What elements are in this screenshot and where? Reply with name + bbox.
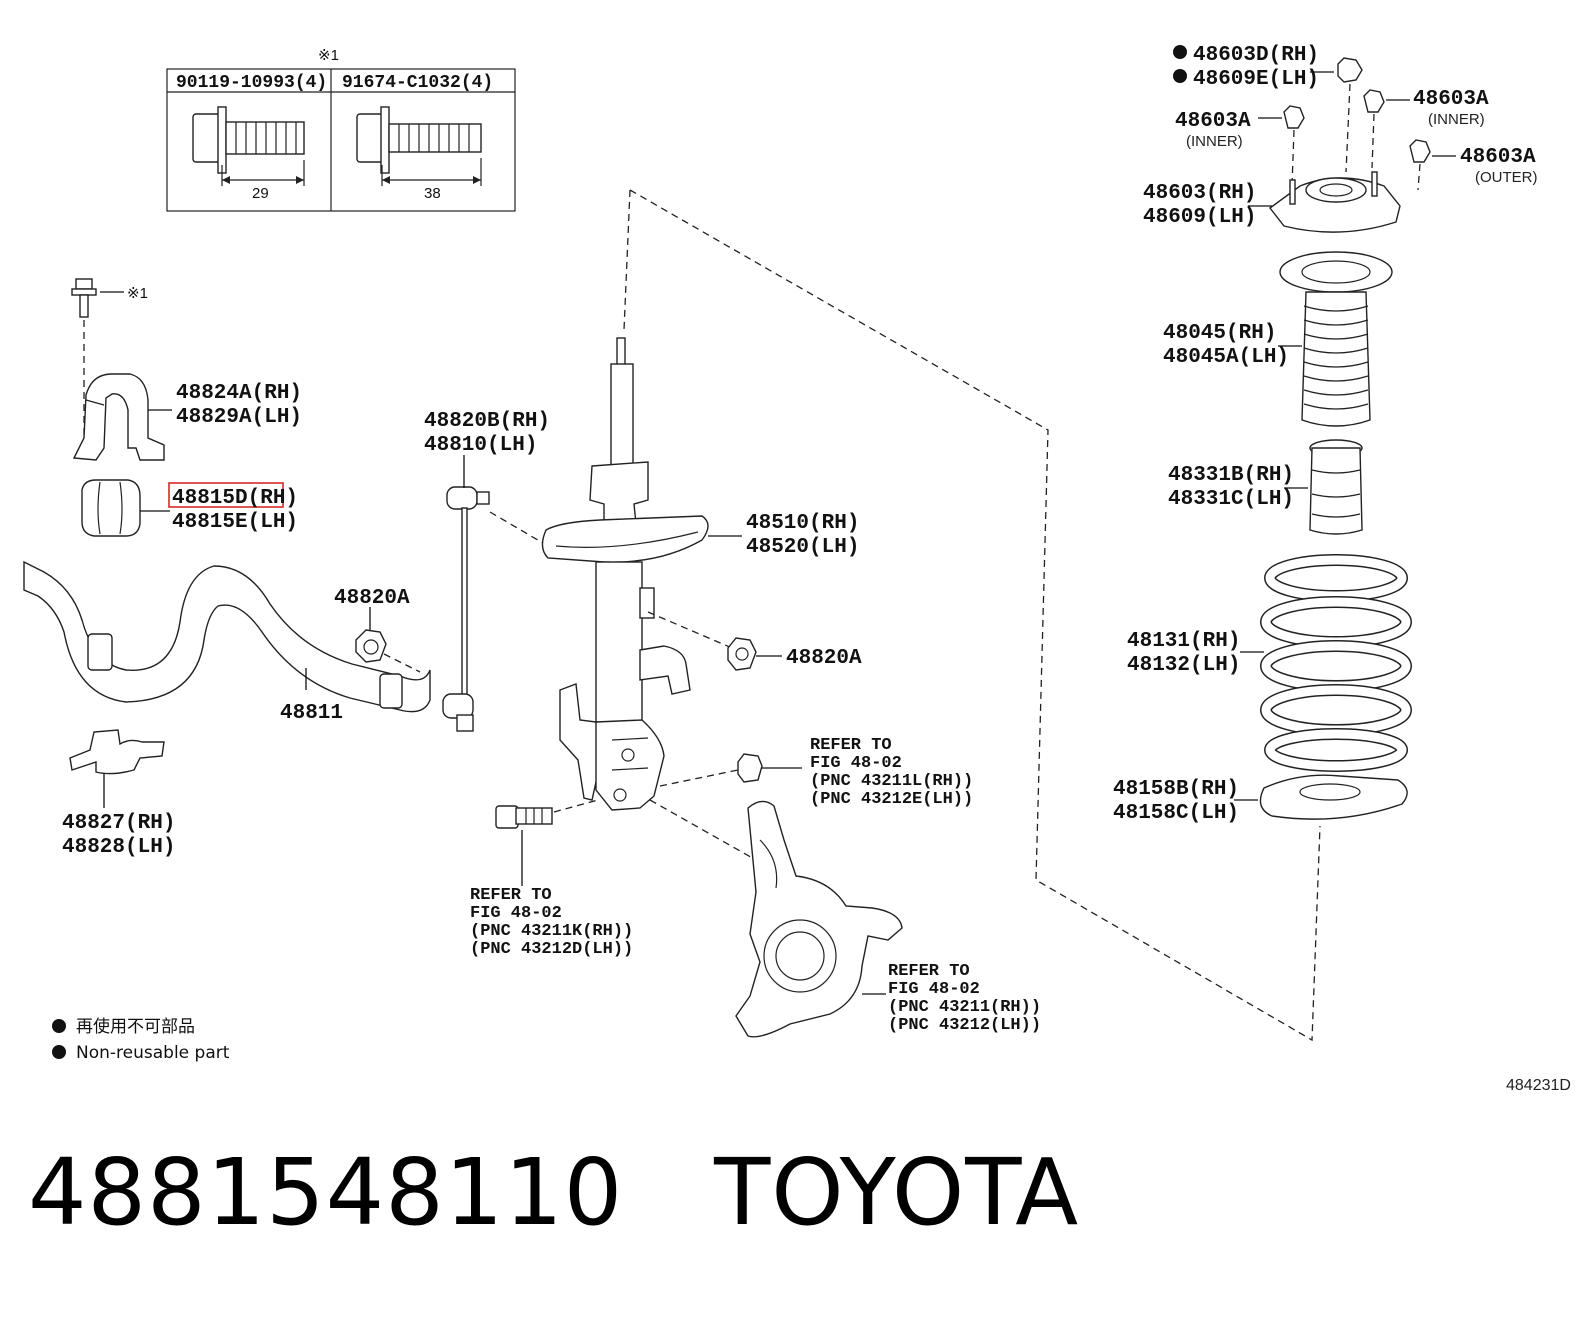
table-dim-2: 38: [424, 185, 441, 202]
caption-part-number: 4881548110: [28, 1139, 624, 1246]
coil-spring-48131-icon: [1260, 554, 1412, 772]
label-48824a-rh: 48824A(RH): [176, 382, 302, 405]
ref-nut-line4: (PNC 43212E(LH)): [810, 790, 973, 809]
label-48820a-right: 48820A: [786, 647, 862, 670]
label-48820b-rh: 48820B(RH): [424, 410, 550, 433]
ref-knuckle-line1: REFER TO: [888, 962, 970, 981]
ref-nut-line2: FIG 48-02: [810, 754, 902, 773]
spring-seat-48158-icon: [1259, 774, 1408, 820]
ref-knuckle-line4: (PNC 43212(LH)): [888, 1016, 1041, 1035]
ref-bolt-line1: REFER TO: [470, 886, 552, 905]
label-48603-rh: 48603(RH): [1143, 182, 1256, 205]
label-48510-rh: 48510(RH): [746, 512, 859, 535]
label-48609e-lh: 48609E(LH): [1193, 68, 1319, 91]
ref-bolt-line4: (PNC 43212D(LH)): [470, 940, 633, 959]
non-reusable-mark-2: [1173, 69, 1187, 83]
stabilizer-bushing-48815-icon: [81, 479, 141, 537]
label-48331c-lh: 48331C(LH): [1168, 488, 1294, 511]
flange-bolt-38-icon: [356, 106, 482, 186]
legend-en: Non-reusable part: [76, 1043, 230, 1063]
legend-mark-jp: [52, 1019, 66, 1033]
ref-bolt-line3: (PNC 43211K(RH)): [470, 922, 633, 941]
label-48811: 48811: [280, 702, 343, 725]
caption: 4881548110 TOYOTA: [28, 1138, 1079, 1248]
stabilizer-bracket-48824-icon: [72, 373, 165, 461]
shock-absorber-48510-icon: [541, 337, 709, 811]
label-48158b-rh: 48158B(RH): [1113, 778, 1239, 801]
nut-48603a-outer-icon: [1409, 139, 1431, 191]
ref-nut: REFER TO FIG 48-02 (PNC 43211L(RH)) (PNC…: [810, 736, 973, 809]
non-reusable-mark-1: [1173, 45, 1187, 59]
label-48603a-outer: 48603A: [1460, 146, 1536, 169]
label-48609-lh: 48609(LH): [1143, 206, 1256, 229]
note-inner-right: (INNER): [1428, 111, 1485, 128]
strut-nut-icon: [737, 753, 763, 783]
label-48603a-inner-right: 48603A: [1413, 88, 1489, 111]
caption-gap: [623, 1139, 714, 1246]
nut-48820a-right-icon: [727, 637, 757, 671]
label-48331b-rh: 48331B(RH): [1168, 464, 1294, 487]
strut-bolt-icon: [495, 799, 599, 829]
label-48520-lh: 48520(LH): [746, 536, 859, 559]
ref-knuckle-line3: (PNC 43211(RH)): [888, 998, 1041, 1017]
table-dim-1: 29: [252, 185, 269, 202]
bolt-note-mark: ※1: [127, 285, 148, 302]
ref-nut-line3: (PNC 43211L(RH)): [810, 772, 973, 791]
nut-48603a-inner-left-icon: [1283, 105, 1305, 187]
label-48815e-lh: 48815E(LH): [172, 511, 298, 534]
label-48045-rh: 48045(RH): [1163, 322, 1276, 345]
ref-bolt: REFER TO FIG 48-02 (PNC 43211K(RH)) (PNC…: [470, 886, 633, 959]
small-bolt-icon: [71, 278, 97, 460]
legend-mark-en: [52, 1045, 66, 1059]
ref-bolt-line2: FIG 48-02: [470, 904, 562, 923]
label-48603d-rh: 48603D(RH): [1193, 44, 1319, 67]
ref-knuckle-line2: FIG 48-02: [888, 980, 980, 999]
table-note-mark: ※1: [318, 47, 339, 64]
label-48131-rh: 48131(RH): [1127, 630, 1240, 653]
note-outer: (OUTER): [1475, 169, 1538, 186]
label-48810-lh: 48810(LH): [424, 434, 537, 457]
label-48827-rh: 48827(RH): [62, 812, 175, 835]
ref-nut-line1: REFER TO: [810, 736, 892, 755]
figure-code: 484231D: [1506, 1077, 1571, 1094]
caption-brand: TOYOTA: [714, 1139, 1080, 1246]
label-48603a-inner-left: 48603A: [1175, 110, 1251, 133]
label-48828-lh: 48828(LH): [62, 836, 175, 859]
fastener-table: ※1 90119-10993(4) 91674-C1032(4) 29: [166, 47, 516, 212]
bump-stop-48331-icon: [1309, 439, 1363, 535]
note-inner-left: (INNER): [1186, 133, 1243, 150]
stabilizer-link-48820b-icon: [442, 486, 549, 732]
lock-nut-48603d-icon: [1337, 57, 1363, 173]
ref-knuckle: REFER TO FIG 48-02 (PNC 43211(RH)) (PNC …: [888, 962, 1041, 1035]
table-part-1: 90119-10993(4): [176, 73, 327, 93]
highlight-box: [168, 482, 284, 508]
label-48815d-rh: 48815D(RH): [172, 487, 298, 510]
legend-jp: 再使用不可部品: [76, 1016, 195, 1037]
stabilizer-clamp-48827-icon: [69, 729, 165, 775]
table-part-2: 91674-C1032(4): [342, 73, 493, 93]
steering-knuckle-icon: [735, 800, 903, 1038]
stabilizer-bar-48811-icon: [23, 560, 431, 713]
label-48820a-left: 48820A: [334, 587, 410, 610]
label-48158c-lh: 48158C(LH): [1113, 802, 1239, 825]
nut-48820a-left-icon: [355, 629, 421, 673]
label-48829a-lh: 48829A(LH): [176, 406, 302, 429]
nut-48603a-inner-right-icon: [1363, 89, 1385, 169]
strut-mount-48603-icon: [1269, 171, 1401, 233]
flange-bolt-29-icon: [192, 106, 305, 186]
label-48132-lh: 48132(LH): [1127, 654, 1240, 677]
dust-boot-48045-icon: [1279, 251, 1393, 427]
label-48045a-lh: 48045A(LH): [1163, 346, 1289, 369]
